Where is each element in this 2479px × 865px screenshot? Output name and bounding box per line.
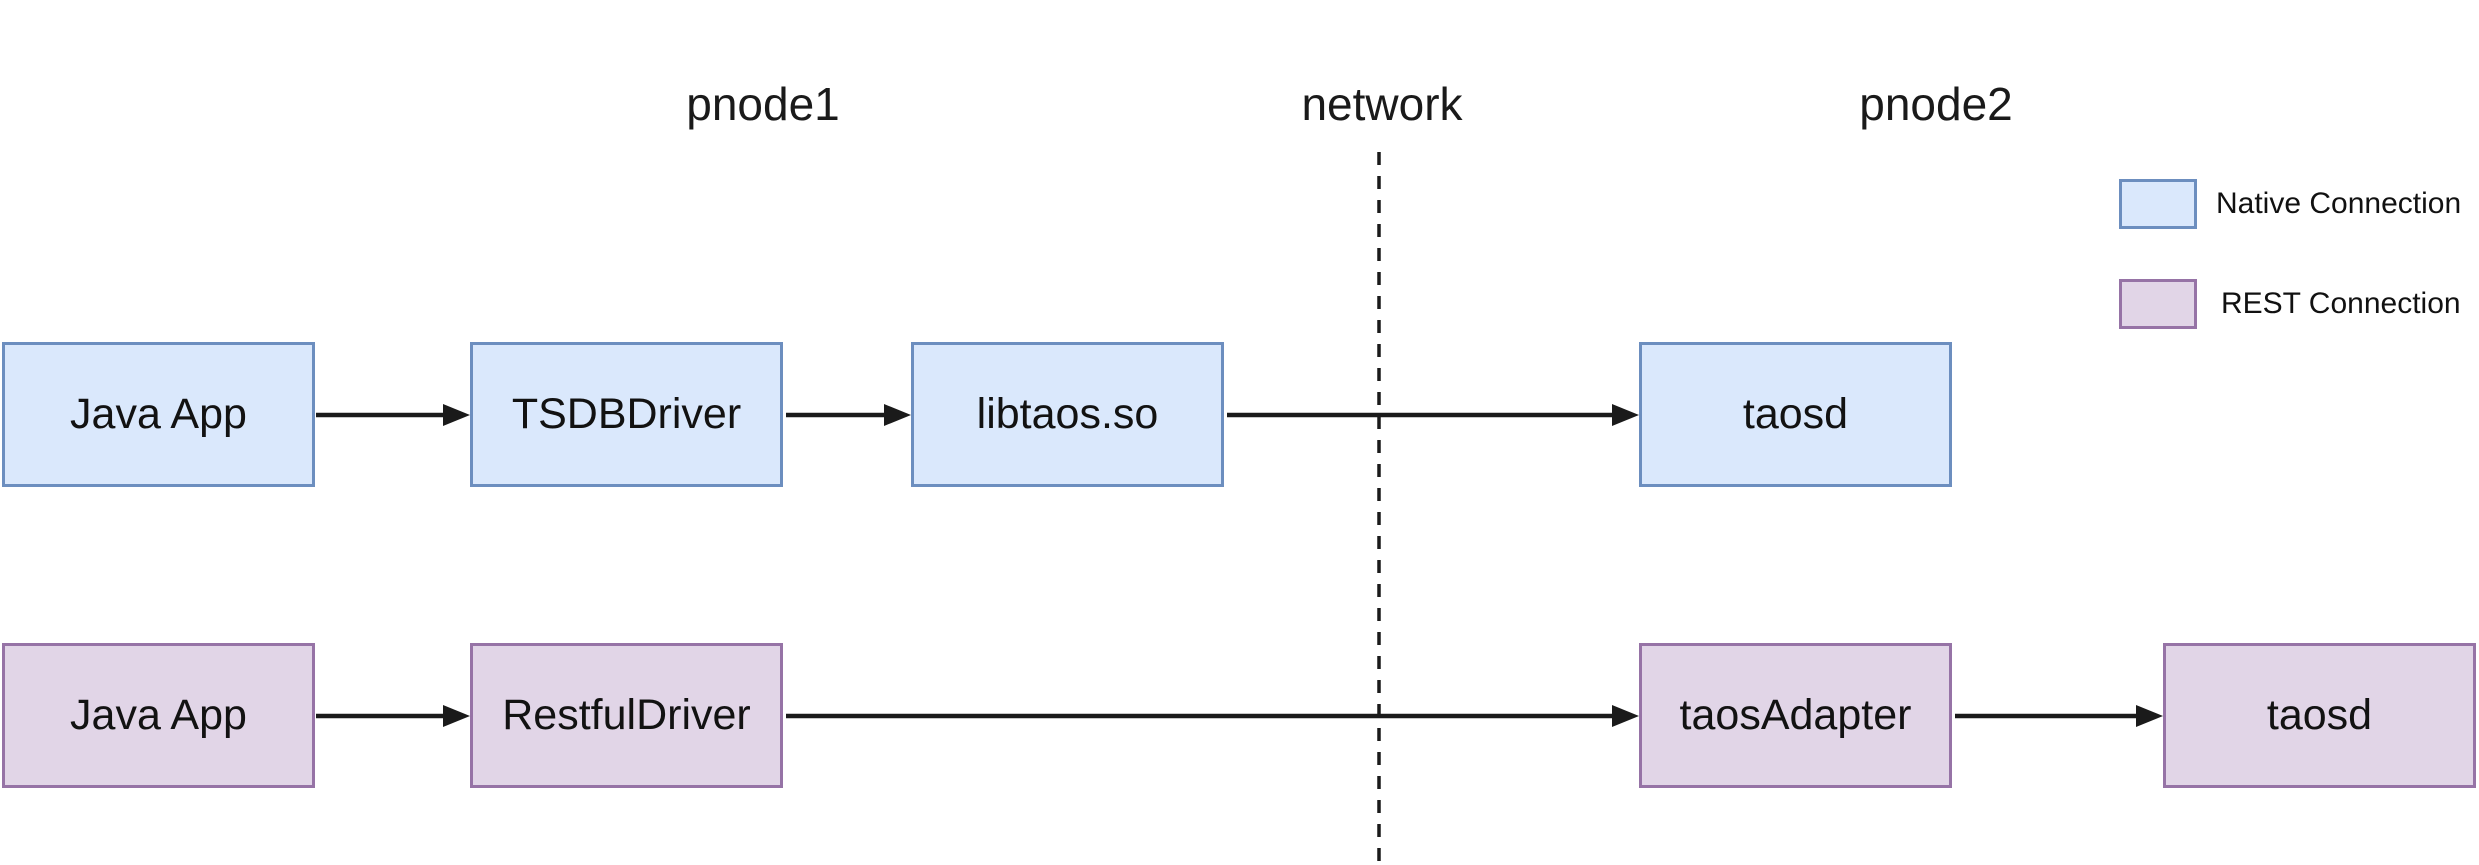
zone-label-pnode1: pnode1 (686, 78, 840, 130)
legend-swatch-native-connection (2119, 179, 2197, 229)
node-label: Java App (70, 691, 247, 739)
legend-label-native-connection: Native Connection (2216, 187, 2462, 220)
node-taosd-rest: taosd (2163, 643, 2476, 788)
arrowhead-icon (1612, 404, 1639, 426)
node-restfuldriver: RestfulDriver (470, 643, 783, 788)
node-label: RestfulDriver (502, 691, 751, 739)
arrow-javaapp-to-restfuldriver (316, 705, 470, 727)
arrow-tsdbdriver-to-libtaos (786, 404, 911, 426)
arrowhead-icon (443, 404, 470, 426)
node-label: taosd (1742, 390, 1849, 438)
node-libtaos-so: libtaos.so (911, 342, 1224, 487)
node-label: libtaos.so (976, 390, 1159, 438)
node-tsdbdriver: TSDBDriver (470, 342, 783, 487)
arrow-libtaos-to-taosd (1227, 404, 1639, 426)
node-label: TSDBDriver (511, 390, 742, 438)
zone-label-network: network (1301, 78, 1463, 130)
node-taosd-native: taosd (1639, 342, 1952, 487)
zone-label-pnode2: pnode2 (1859, 78, 2013, 130)
node-java-app-native: Java App (2, 342, 315, 487)
legend-label-rest-connection: REST Connection (2221, 287, 2461, 320)
node-label: Java App (70, 390, 247, 438)
node-label: taosd (2266, 691, 2373, 739)
node-label: taosAdapter (1679, 691, 1912, 739)
arrowhead-icon (884, 404, 911, 426)
arrow-restfuldriver-to-taosadapter (786, 705, 1639, 727)
arrowhead-icon (1612, 705, 1639, 727)
arrowhead-icon (2136, 705, 2163, 727)
node-taosadapter: taosAdapter (1639, 643, 1952, 788)
arrow-taosadapter-to-taosd (1955, 705, 2163, 727)
node-java-app-rest: Java App (2, 643, 315, 788)
arrowhead-icon (443, 705, 470, 727)
legend-swatch-rest-connection (2119, 279, 2197, 329)
arrow-javaapp-to-tsdbdriver (316, 404, 470, 426)
